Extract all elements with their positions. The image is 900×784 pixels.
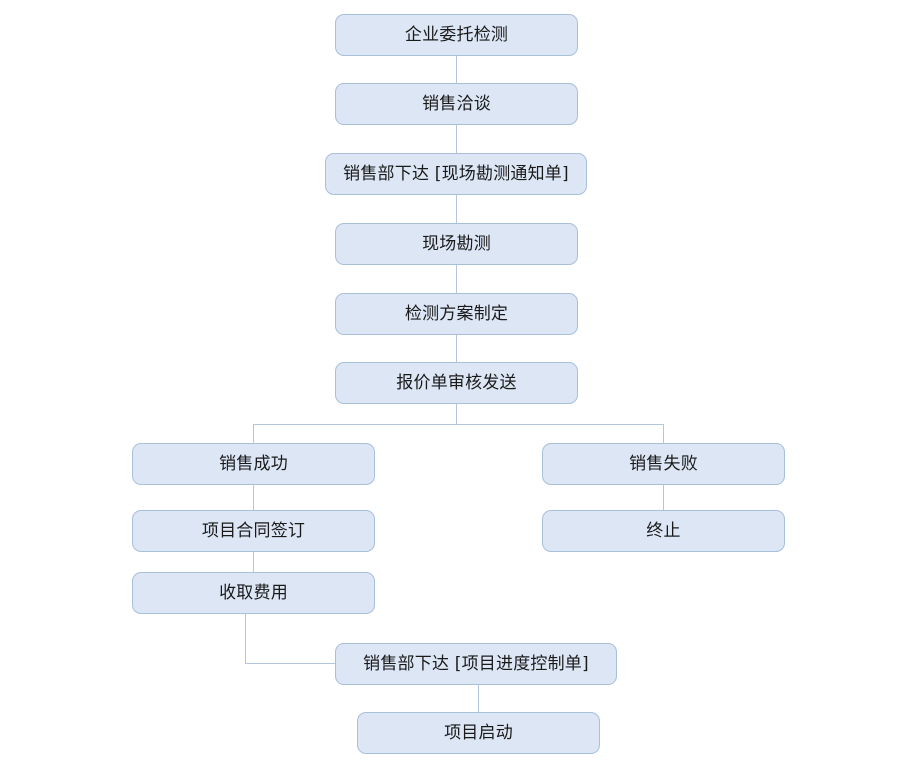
connector-n9-to-n11 bbox=[253, 552, 254, 572]
flow-node-n13[interactable]: 项目启动 bbox=[357, 712, 600, 754]
flow-node-n10[interactable]: 终止 bbox=[542, 510, 785, 552]
connector-split-to-branches bbox=[253, 424, 664, 425]
flow-node-label: 终止 bbox=[646, 520, 681, 541]
flow-node-label: 销售部下达 [现场勘测通知单] bbox=[343, 163, 569, 184]
connector-n8-to-n10 bbox=[663, 485, 664, 510]
flow-node-label: 现场勘测 bbox=[422, 233, 491, 254]
flow-node-label: 企业委托检测 bbox=[404, 24, 509, 45]
flow-node-n11[interactable]: 收取费用 bbox=[132, 572, 375, 614]
flow-node-n2[interactable]: 销售洽谈 bbox=[335, 83, 578, 125]
flow-node-label: 销售失败 bbox=[629, 453, 698, 474]
connector-n6-to-split bbox=[456, 404, 457, 424]
flow-node-n6[interactable]: 报价单审核发送 bbox=[335, 362, 578, 404]
flow-node-n8[interactable]: 销售失败 bbox=[542, 443, 785, 485]
connector-elbow-to-n12 bbox=[245, 663, 335, 664]
flow-node-label: 销售成功 bbox=[219, 453, 288, 474]
connector-n12-to-n13 bbox=[478, 685, 479, 712]
flow-node-n12[interactable]: 销售部下达 [项目进度控制单] bbox=[335, 643, 617, 685]
flow-node-label: 项目启动 bbox=[444, 722, 513, 743]
flow-node-label: 收取费用 bbox=[219, 582, 288, 603]
connector-n5-to-n6 bbox=[456, 335, 457, 362]
flow-node-n1[interactable]: 企业委托检测 bbox=[335, 14, 578, 56]
connector-n11-to-elbow bbox=[245, 614, 246, 663]
connector-split-to-n7 bbox=[253, 424, 254, 443]
connector-n7-to-n9 bbox=[253, 485, 254, 510]
flow-node-n9[interactable]: 项目合同签订 bbox=[132, 510, 375, 552]
flow-node-label: 报价单审核发送 bbox=[396, 372, 517, 393]
connector-n3-to-n4 bbox=[456, 195, 457, 223]
flow-node-n4[interactable]: 现场勘测 bbox=[335, 223, 578, 265]
connector-n4-to-n5 bbox=[456, 265, 457, 293]
flow-node-label: 检测方案制定 bbox=[404, 303, 509, 324]
flow-node-label: 项目合同签订 bbox=[201, 520, 306, 541]
connector-split-to-n8 bbox=[663, 424, 664, 443]
flow-node-label: 销售洽谈 bbox=[422, 93, 491, 114]
connector-n2-to-n3 bbox=[456, 125, 457, 153]
flow-node-n5[interactable]: 检测方案制定 bbox=[335, 293, 578, 335]
flow-node-n3[interactable]: 销售部下达 [现场勘测通知单] bbox=[325, 153, 587, 195]
flow-node-n7[interactable]: 销售成功 bbox=[132, 443, 375, 485]
connector-n1-to-n2 bbox=[456, 56, 457, 83]
flow-node-label: 销售部下达 [项目进度控制单] bbox=[363, 653, 589, 674]
